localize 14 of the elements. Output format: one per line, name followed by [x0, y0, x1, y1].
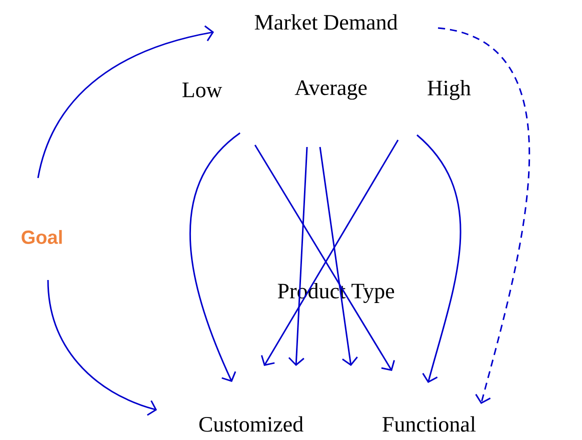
arrow	[47, 280, 157, 416]
goal-label: Goal	[22, 230, 62, 244]
text-label: Customized	[199, 416, 304, 432]
text-label: Market Demand	[254, 14, 398, 30]
arrow	[438, 27, 530, 404]
text-label: High	[428, 80, 471, 100]
arrow	[190, 132, 240, 382]
text-label: Low	[182, 82, 222, 98]
arrow	[288, 146, 308, 366]
text-label: Functional	[382, 416, 476, 432]
arrow	[37, 25, 214, 178]
arrow	[319, 146, 358, 366]
text-label: Average	[294, 80, 367, 100]
arrow	[416, 134, 462, 383]
